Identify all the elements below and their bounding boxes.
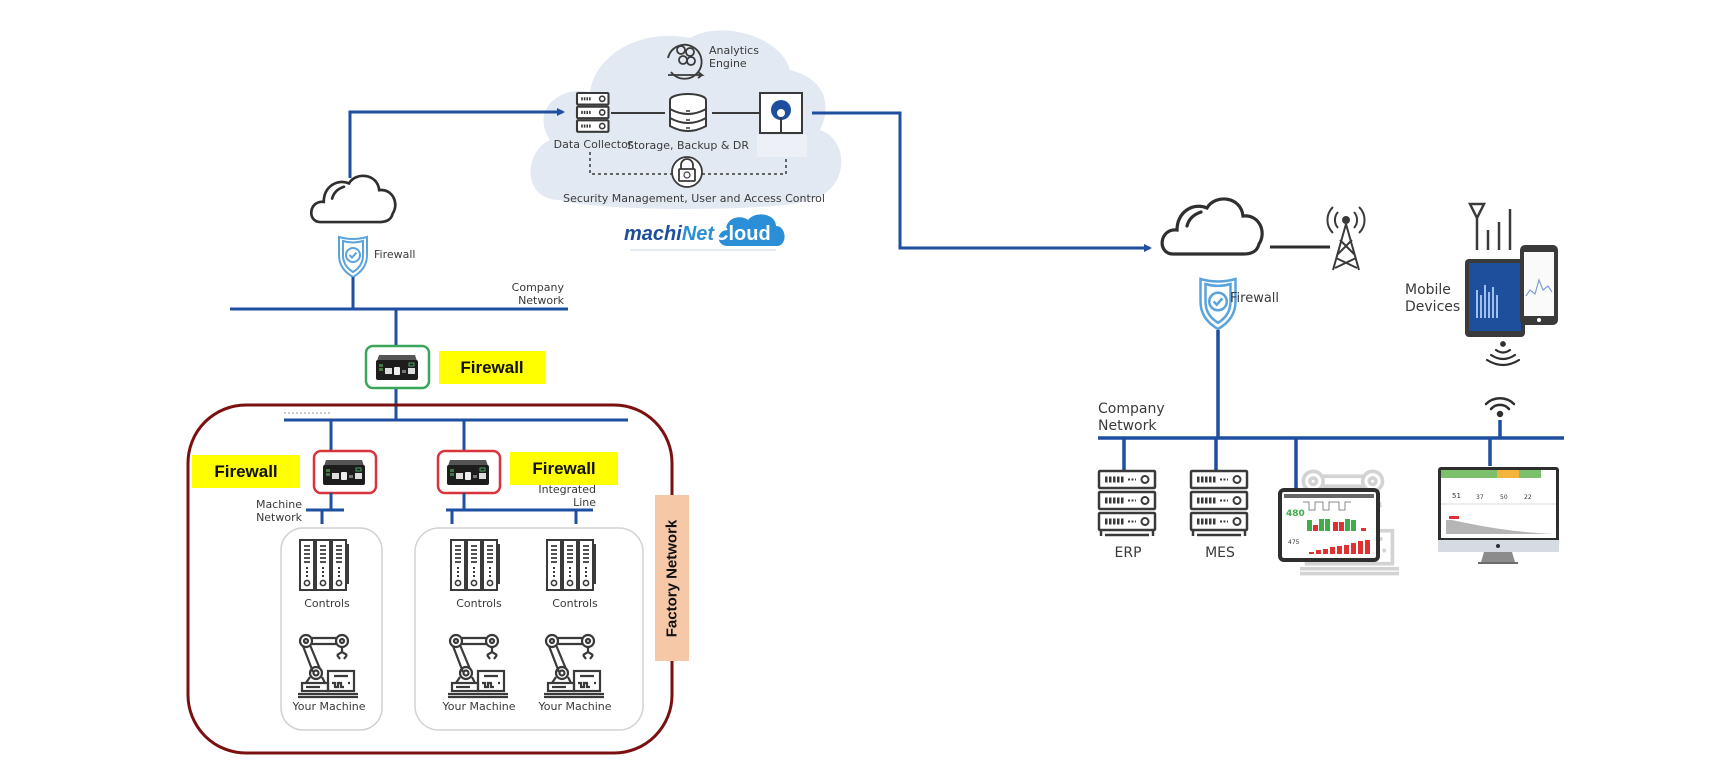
company-network-label-2: Network	[518, 294, 564, 307]
integrated-line-label-1: Integrated	[538, 483, 596, 496]
analytics-engine-label-1: Analytics	[709, 44, 759, 57]
monitor-kpi-3: 50	[1500, 494, 1508, 501]
brand-part-machi: machi	[624, 223, 682, 245]
tablet-icon	[1465, 259, 1525, 337]
brand-cloud-icon	[718, 214, 785, 246]
monitor-kpi-4: 22	[1524, 494, 1532, 501]
integrated-line-label-2: Line	[573, 496, 596, 509]
uplink-left	[348, 108, 565, 178]
data-collector-icon	[575, 91, 611, 134]
factory-network-label: Factory Network	[655, 495, 689, 661]
erp-label: ERP	[1114, 545, 1142, 561]
desktop-monitor	[1438, 467, 1559, 564]
mobile-devices-label-2: Devices	[1405, 299, 1461, 315]
security-lock-icon	[671, 156, 703, 188]
internet-cloud-right-icon	[1160, 197, 1264, 256]
wifi-icon	[1484, 397, 1516, 418]
storage-label: Storage, Backup & DR	[626, 139, 750, 152]
internet-firewall-label: Firewall	[374, 248, 416, 261]
firewall-shield-left-icon	[338, 236, 368, 278]
machinetcloud-logo: machiNetCloud	[624, 223, 771, 246]
monitor-kpi-1: 51	[1452, 492, 1461, 500]
security-dashed-link	[589, 152, 787, 175]
analytics-engine-label-2: Engine	[709, 57, 747, 70]
controls-label: Controls	[304, 597, 350, 610]
right-bus-drops	[1122, 420, 1502, 492]
machine-gateway-device-icon	[322, 459, 366, 486]
security-management-label: Security Management, User and Access Con…	[563, 192, 825, 205]
controls-cabinet-icon	[450, 539, 500, 591]
company-network-right-label-2: Network	[1098, 418, 1157, 434]
dashboard-kpi-1: 480	[1286, 509, 1305, 519]
link-to-cell-gateways	[329, 420, 466, 452]
integrated-line-cell-box	[414, 527, 644, 731]
internet-cloud-left-icon	[309, 174, 397, 224]
red-bars	[1309, 522, 1370, 554]
erp-server-icon	[1099, 471, 1155, 536]
right-firewall-label: Firewall	[1230, 291, 1280, 306]
line-firewall-highlight: Firewall	[510, 452, 618, 485]
company-network-right-label-1: Company	[1098, 401, 1165, 417]
your-machine-label: Your Machine	[442, 700, 516, 713]
downlink-right	[812, 111, 1152, 252]
storage-database-icon	[669, 93, 707, 132]
cloud-platform	[530, 30, 842, 251]
mes-server-icon	[1191, 471, 1247, 536]
controls-label: Controls	[456, 597, 502, 610]
robot-machine-icon	[296, 633, 360, 699]
main-firewall-highlight: Firewall	[439, 351, 545, 384]
machine-cell-box	[280, 527, 383, 731]
brand-part-cloud: Cloud	[714, 223, 771, 245]
green-bars	[1307, 519, 1356, 531]
your-machine-label: Your Machine	[292, 700, 366, 713]
brand-part-net: Net	[681, 223, 715, 245]
cell-tower-icon	[1326, 206, 1366, 271]
controls-cabinet-icon	[299, 539, 349, 591]
machine-network-label-2: Network	[256, 511, 302, 524]
access-control-node-icon	[757, 92, 807, 157]
factory-network-text: Factory Network	[663, 519, 681, 637]
machine-firewall-highlight: Firewall	[192, 455, 300, 488]
main-gateway-device-icon	[375, 354, 419, 381]
mobile-devices-label-1: Mobile	[1405, 282, 1451, 298]
company-network-label-1: Company	[511, 281, 564, 294]
controls-label: Controls	[552, 597, 598, 610]
phone-icon	[1520, 245, 1558, 325]
dashboard-tablet	[1278, 488, 1380, 562]
controls-cabinet-icon	[546, 539, 596, 591]
mobile-wireless-icon	[1485, 341, 1521, 367]
robot-machine-icon	[542, 633, 606, 699]
machine-network-label-1: Machine	[255, 498, 302, 511]
robot-machine-icon	[446, 633, 510, 699]
analytics-engine-icon	[667, 43, 705, 80]
dashboard-kpi-2: 475	[1288, 539, 1300, 546]
your-machine-label: Your Machine	[538, 700, 612, 713]
integrated-line-bus	[446, 493, 593, 524]
mobile-signal-icon	[1467, 202, 1512, 250]
machine-network-bus	[306, 493, 344, 524]
data-collector-label: Data Collector	[553, 138, 633, 151]
monitor-kpi-2: 37	[1476, 494, 1484, 501]
mes-label: MES	[1205, 545, 1235, 561]
line-gateway-device-icon	[446, 459, 490, 486]
